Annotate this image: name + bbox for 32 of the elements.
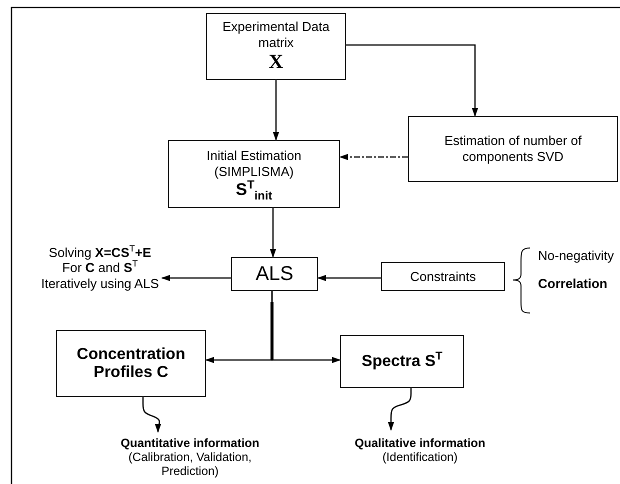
box-label: Estimation of number of components SVD <box>443 133 583 165</box>
process-box <box>381 262 505 291</box>
curved-arrow <box>388 388 412 431</box>
arrow <box>161 274 231 282</box>
box-label: ALS <box>256 262 294 286</box>
data-box <box>206 13 346 80</box>
trunk-line <box>270 302 274 360</box>
node-text: (Calibration, Validation, Prediction) <box>127 450 253 478</box>
process-box <box>231 257 318 291</box>
process-box <box>408 116 618 182</box>
node-text: X <box>268 50 284 74</box>
arrow <box>346 44 478 117</box>
arrow <box>270 208 276 258</box>
constraint-item: Correlation <box>538 276 608 291</box>
box-label: Constraints <box>410 268 476 284</box>
arrow <box>272 80 280 141</box>
constraint-item: No-negativity <box>538 248 614 263</box>
arrow <box>317 274 381 282</box>
heading: Quantitative information <box>120 436 260 450</box>
node-text: Solving X=CS$^{T}$+E For C and S$^{T}$ Iteratively using ALS <box>40 244 160 292</box>
heading: Qualitative information <box>354 436 486 450</box>
result-box <box>56 330 206 397</box>
box-label: Concentration Profiles C <box>76 346 186 382</box>
box-label: Spectra S$^{T}$ <box>362 352 442 370</box>
node-text: (Identification) <box>382 450 458 464</box>
result-box <box>340 335 464 388</box>
curved-arrow <box>142 397 162 433</box>
arrow <box>271 291 341 364</box>
arrow <box>339 154 408 160</box>
node-text: Initial Estimation (SIMPLISMA) <box>206 148 302 180</box>
node-text: Experimental Data matrix <box>222 19 330 51</box>
process-box <box>168 140 340 208</box>
